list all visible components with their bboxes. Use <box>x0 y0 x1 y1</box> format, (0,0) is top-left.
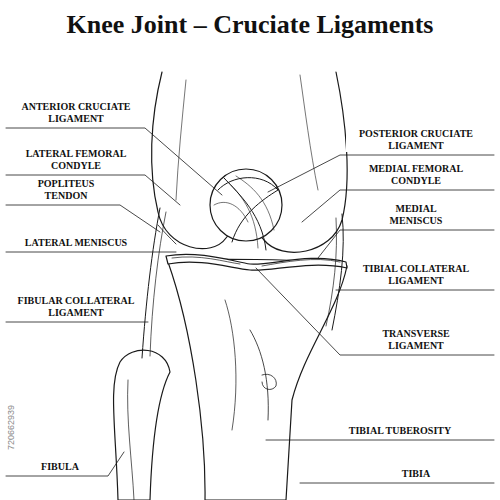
part-label: TIBIA <box>366 468 466 480</box>
title: Knee Joint – Cruciate Ligaments <box>0 10 500 40</box>
part-label: POSTERIOR CRUCIATE LIGAMENT <box>346 128 486 152</box>
part-label: LATERAL MENISCUS <box>6 237 146 249</box>
part-label: MEDIAL MENISCUS <box>376 203 456 227</box>
part-label: POPLITEUS TENDON <box>26 178 106 202</box>
part-label: TRANSVERSE LIGAMENT <box>366 328 466 352</box>
part-label: TIBIAL TUBEROSITY <box>325 425 475 437</box>
watermark: 720662939 <box>6 405 16 450</box>
part-label: TIBIAL COLLATERAL LIGAMENT <box>351 263 481 287</box>
part-label: FIBULAR COLLATERAL LIGAMENT <box>11 295 141 319</box>
part-label: LATERAL FEMORAL CONDYLE <box>16 148 136 172</box>
part-label: MEDIAL FEMORAL CONDYLE <box>356 163 476 187</box>
part-label: ANTERIOR CRUCIATE LIGAMENT <box>11 101 141 125</box>
part-label: FIBULA <box>15 461 105 473</box>
